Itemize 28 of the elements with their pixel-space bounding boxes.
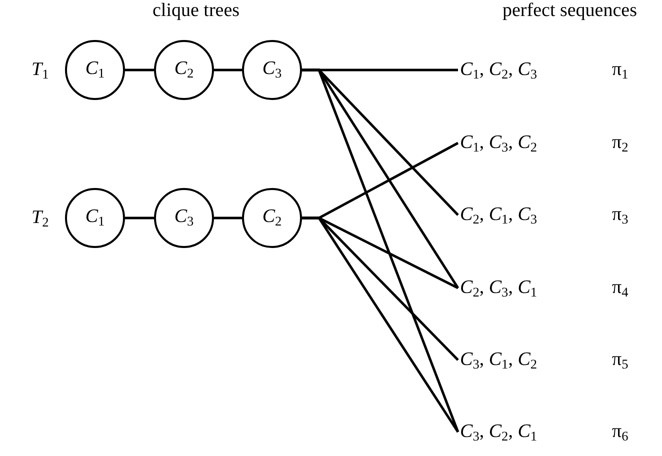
clique-name: C$_{3}$: [262, 58, 282, 82]
tree-name: T$_{2}$: [32, 207, 49, 232]
connector-line: [302, 216, 460, 433]
clique-name: C$_{1}$: [85, 58, 105, 82]
sequence-text: C$_{2}$, C$_{1}$, C$_{3}$: [460, 204, 538, 230]
sequence-index: π$_{5}$: [612, 349, 628, 374]
heading: perfect sequences: [502, 0, 638, 22]
sequence-index: π$_{4}$: [612, 277, 628, 302]
clique-name: C$_{2}$: [174, 58, 194, 82]
connector-line: [125, 68, 154, 72]
sequence-index: π$_{1}$: [612, 59, 628, 84]
connector-line: [214, 68, 242, 72]
sequence-text: C$_{3}$, C$_{2}$, C$_{1}$: [460, 421, 538, 448]
connector-line: [125, 216, 154, 220]
heading: clique trees: [152, 0, 240, 22]
connector-line: [214, 216, 242, 220]
connector-line: [302, 68, 460, 432]
sequence-text: C$_{1}$, C$_{2}$, C$_{3}$: [460, 59, 538, 86]
clique-name: C$_{2}$: [262, 206, 282, 230]
sequence-text: C$_{2}$, C$_{3}$, C$_{1}$: [460, 277, 538, 304]
sequence-text: C$_{3}$, C$_{1}$, C$_{2}$: [460, 349, 538, 376]
clique-name: C$_{1}$: [85, 206, 105, 230]
clique-name: C$_{3}$: [174, 206, 194, 230]
tree-name: T$_{1}$: [32, 59, 49, 84]
sequence-index: π$_{3}$: [612, 204, 628, 228]
sequence-index: π$_{2}$: [612, 132, 628, 156]
sequence-index: π$_{6}$: [612, 421, 628, 446]
sequence-text: C$_{1}$, C$_{3}$, C$_{2}$: [460, 132, 538, 158]
